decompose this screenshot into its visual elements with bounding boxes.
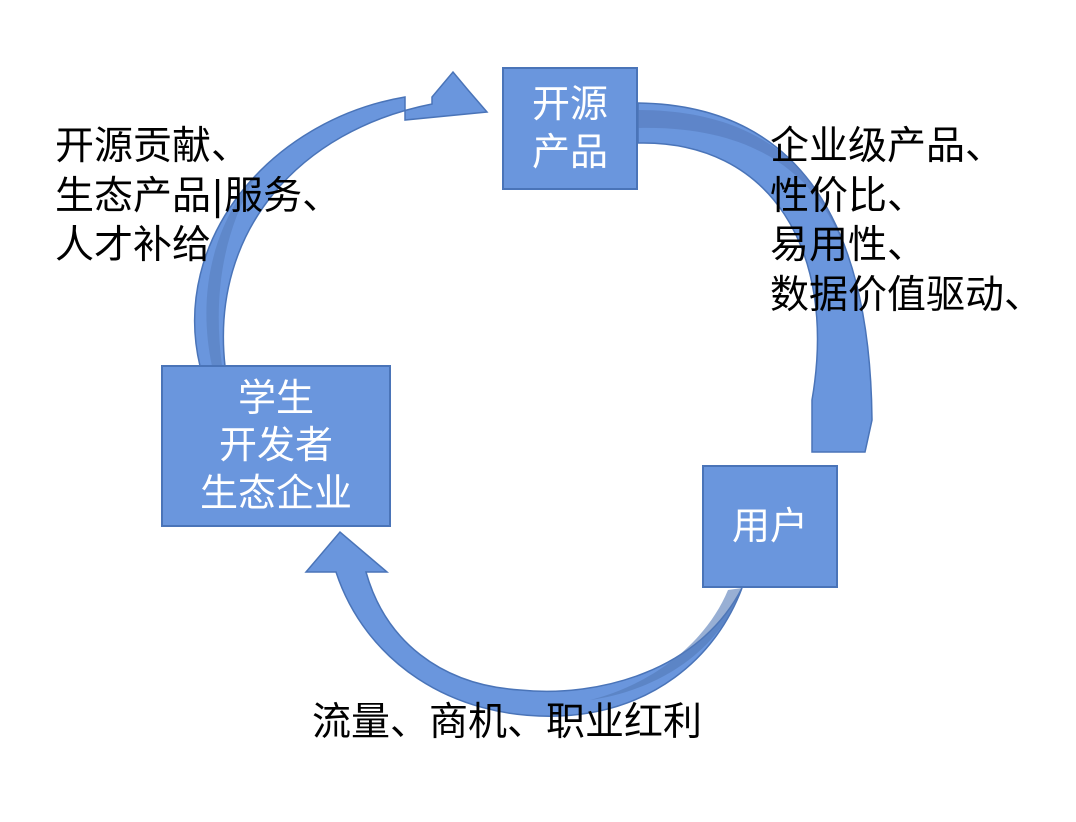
note-right: 企业级产品、 性价比、 易用性、 数据价值驱动、 <box>770 122 1043 320</box>
node-open-source-product: 开源 产品 <box>502 67 638 190</box>
note-left: 开源贡献、 生态产品|服务、 人才补给 <box>55 122 341 271</box>
arrow-product-to-users-shade <box>638 110 845 250</box>
note-right-line-3: 易用性、 <box>770 223 927 269</box>
node-community: 学生 开发者 生态企业 <box>161 365 391 527</box>
arrow-community-to-product-shade <box>206 170 260 366</box>
node-users-line-1: 用户 <box>731 503 808 548</box>
node-community-line-2: 开发者 <box>218 423 333 468</box>
note-left-line-3: 人才补给 <box>55 223 212 269</box>
node-open-source-product-line-1: 开源 <box>531 82 608 126</box>
note-right-line-1: 企业级产品、 <box>770 124 1005 169</box>
note-right-line-4: 数据价值驱动、 <box>770 272 1044 318</box>
node-users: 用户 <box>702 465 838 588</box>
note-bottom: 流量、商机、职业红利 <box>312 698 702 748</box>
note-right-line-2: 性价比、 <box>770 173 927 219</box>
node-open-source-product-line-2: 产品 <box>531 129 608 174</box>
arrow-users-to-community <box>304 530 743 717</box>
note-left-line-1: 开源贡献、 <box>55 124 251 169</box>
note-left-line-2: 生态产品|服务、 <box>55 173 342 219</box>
arrow-community-to-product <box>194 70 489 367</box>
arrow-users-to-community-shade <box>590 588 742 700</box>
note-bottom-text: 流量、商机、职业红利 <box>312 700 703 745</box>
node-community-line-3: 生态企业 <box>199 470 352 515</box>
node-community-line-1: 学生 <box>237 375 314 420</box>
